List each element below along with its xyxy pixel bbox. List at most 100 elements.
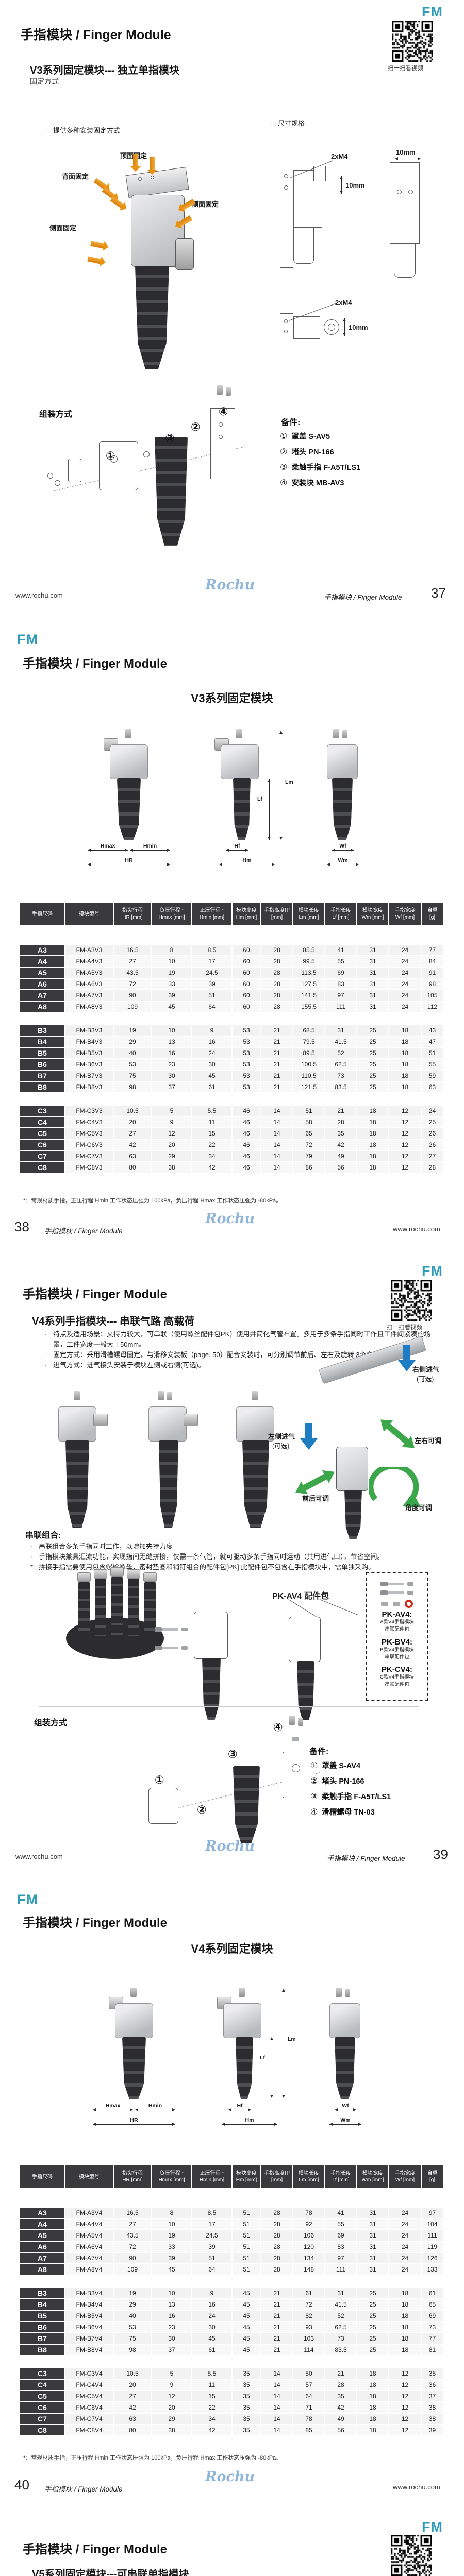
data-cell: 35 bbox=[233, 2425, 260, 2435]
data-cell: FM-B4V4 bbox=[65, 2299, 113, 2310]
data-cell: 14 bbox=[261, 2368, 292, 2379]
data-cell: FM-C5V3 bbox=[65, 1128, 113, 1139]
air-inlet-arrow-right bbox=[398, 1345, 416, 1371]
data-cell: 78 bbox=[293, 2208, 324, 2218]
data-cell: 18 bbox=[389, 2345, 421, 2355]
data-cell: 21 bbox=[261, 1048, 292, 1058]
dimension-hm: Hm bbox=[222, 2117, 277, 2126]
data-cell: 28 bbox=[261, 2230, 292, 2241]
data-cell: 72 bbox=[293, 2299, 324, 2310]
data-cell: 85.5 bbox=[293, 945, 324, 955]
bullet-item: ·固定方式：采用滑槽螺母固定，与滑移安装板（page. 50）配合安装时，可分别… bbox=[45, 1351, 393, 1359]
data-cell: 38 bbox=[152, 2425, 191, 2435]
data-cell: 28 bbox=[261, 2264, 292, 2275]
data-cell: 25 bbox=[422, 1117, 443, 1127]
dim-10mm-b: 10mm bbox=[349, 324, 368, 331]
spec-bullet: ·尺寸规格 bbox=[269, 118, 372, 129]
size-code-cell: B3 bbox=[20, 2288, 64, 2298]
series-title: V5系列固定模块---可串联单指模块 bbox=[32, 2569, 189, 2576]
data-cell: 18 bbox=[357, 2414, 388, 2424]
data-cell: 35 bbox=[325, 1128, 356, 1139]
data-cell: 105 bbox=[422, 990, 443, 1001]
series-title: V3系列固定模块--- 独立单指模块 bbox=[30, 65, 179, 76]
data-cell: 18 bbox=[357, 2380, 388, 2390]
feature-bullet: ·提供多种安装固定方式 bbox=[44, 126, 199, 136]
data-cell: 35 bbox=[325, 2391, 356, 2401]
data-cell: FM-C4V3 bbox=[65, 1117, 113, 1127]
size-code-cell: B8 bbox=[20, 1082, 64, 1092]
data-cell: 41 bbox=[325, 945, 356, 955]
data-cell: 112 bbox=[422, 1002, 443, 1012]
data-cell: FM-B3V4 bbox=[65, 2288, 113, 2298]
data-cell: 31 bbox=[357, 2253, 388, 2263]
data-cell: 31 bbox=[357, 979, 388, 989]
data-cell: 58 bbox=[293, 1117, 324, 1127]
scan-hint: 扫一扫看视频 bbox=[388, 65, 423, 72]
data-cell: FM-A3V4 bbox=[65, 2208, 113, 2218]
data-cell: FM-C8V3 bbox=[65, 1162, 113, 1173]
fm-section-badge: FM bbox=[422, 1263, 443, 1279]
size-code-cell: C3 bbox=[20, 1106, 64, 1116]
data-cell: 97 bbox=[325, 990, 356, 1001]
size-code-cell: C6 bbox=[20, 1140, 64, 1150]
data-cell: 24.5 bbox=[192, 2230, 231, 2241]
column-header: 手指尺码 bbox=[20, 903, 64, 925]
data-cell: 80 bbox=[114, 1162, 151, 1173]
label-right-air-opt: (可选) bbox=[417, 1376, 434, 1383]
part-number-1: ① bbox=[155, 1773, 164, 1786]
data-cell: FM-B7V3 bbox=[65, 1071, 113, 1081]
data-cell: 25 bbox=[357, 2299, 388, 2310]
label-fb-adjust: 前后可调 bbox=[302, 1495, 329, 1502]
part-number-3: ③ bbox=[165, 432, 175, 445]
data-cell: 21 bbox=[261, 2322, 292, 2332]
data-cell: FM-B5V4 bbox=[65, 2311, 113, 2321]
part-number-4: ④ bbox=[273, 1721, 283, 1734]
data-cell: 83.5 bbox=[325, 2345, 356, 2355]
page-title: 手指模块 / Finger Module bbox=[23, 2543, 167, 2556]
data-cell: 64 bbox=[192, 2264, 231, 2275]
adjust-arrow-fb bbox=[295, 1470, 335, 1495]
data-cell: 120 bbox=[293, 2242, 324, 2252]
data-cell: 37 bbox=[152, 2345, 191, 2355]
fixing-arrow bbox=[110, 196, 124, 209]
data-cell: 30 bbox=[192, 2322, 231, 2332]
data-cell: 16 bbox=[192, 1037, 231, 1047]
data-cell: 55 bbox=[325, 2219, 356, 2229]
data-cell: 35 bbox=[233, 2414, 260, 2424]
data-cell: 20 bbox=[152, 2402, 191, 2413]
data-cell: 12 bbox=[389, 1117, 421, 1127]
footer-site: www.rochu.com bbox=[15, 591, 63, 599]
data-cell: 19 bbox=[152, 2230, 191, 2241]
data-cell: 46 bbox=[233, 1140, 260, 1150]
data-cell: 8.5 bbox=[192, 945, 231, 955]
bullet-item: ·特点及适用场景：夹持力较大，可串联（使用螺丝配件包PK）使用并简化气管布置。多… bbox=[45, 1330, 431, 1349]
finger-module-illustration bbox=[44, 1391, 111, 1528]
data-cell: 24 bbox=[389, 2242, 421, 2252]
data-cell: 60 bbox=[233, 1002, 260, 1012]
data-cell: 9 bbox=[152, 2380, 191, 2390]
data-cell: 16 bbox=[152, 2311, 191, 2321]
data-cell: 45 bbox=[192, 2333, 231, 2344]
data-cell: 18 bbox=[357, 2391, 388, 2401]
data-cell: 40 bbox=[114, 2311, 151, 2321]
data-cell: 69 bbox=[325, 968, 356, 978]
data-cell: 28 bbox=[325, 2380, 356, 2390]
data-cell: 103 bbox=[293, 2333, 324, 2344]
data-cell: 25 bbox=[357, 1048, 388, 1058]
data-cell: 21 bbox=[261, 2311, 292, 2321]
data-cell: 111 bbox=[422, 2230, 443, 2241]
size-code-cell: A6 bbox=[20, 2242, 64, 2252]
column-header: 正压行程 *Hmin [mm] bbox=[192, 903, 231, 925]
data-cell: 12 bbox=[389, 1162, 421, 1173]
data-cell: 27 bbox=[114, 2219, 151, 2229]
